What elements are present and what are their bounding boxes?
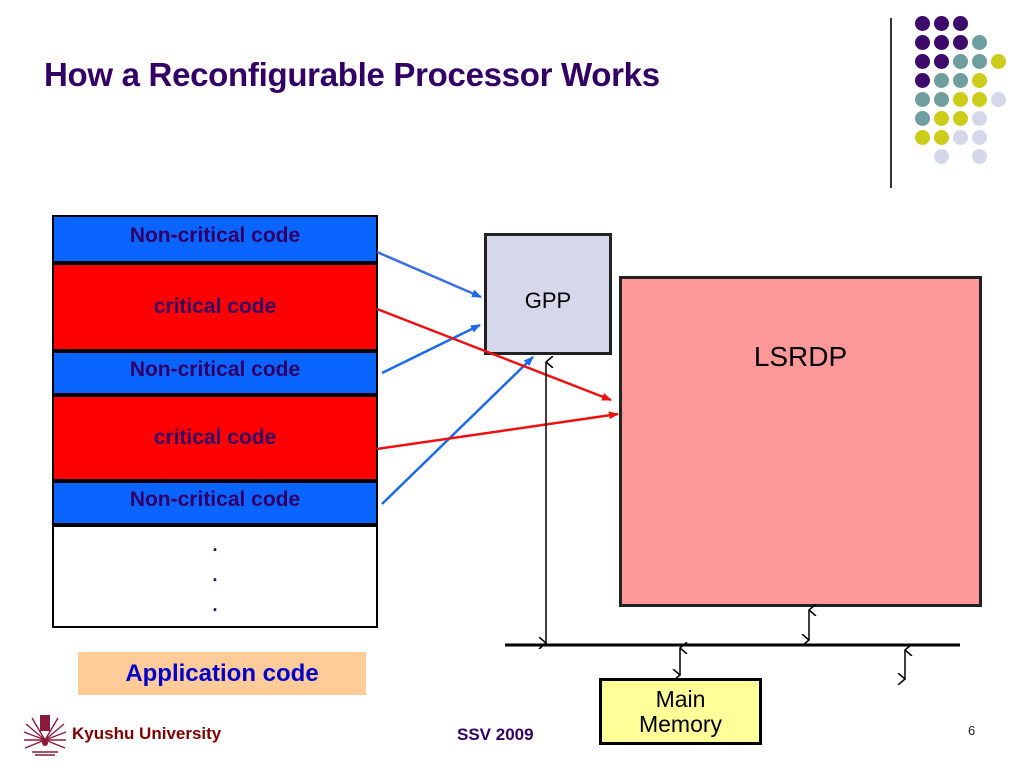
- decorative-dot: [953, 35, 968, 50]
- page-number: 6: [968, 723, 976, 738]
- segment-label: critical code: [153, 295, 277, 318]
- decorative-dot: [972, 73, 987, 88]
- decorative-dot: [934, 16, 949, 31]
- decorative-dot: [915, 54, 930, 69]
- continuation-dot: .: [212, 595, 218, 615]
- kyushu-university-logo-icon: [23, 715, 67, 756]
- main-memory-label-line1: Main: [655, 685, 706, 712]
- noncritical-code-segment: Non-critical code: [54, 217, 376, 261]
- segment-divider: [54, 261, 376, 265]
- decorative-dot: [972, 111, 987, 126]
- gpp-label: GPP: [524, 288, 572, 313]
- decorative-dot: [953, 130, 968, 145]
- segment-divider: [54, 349, 376, 353]
- noncritical-to-gpp-arrow: [381, 356, 534, 505]
- title-divider: [890, 18, 892, 188]
- decorative-dot: [915, 35, 930, 50]
- code-stack: Non-critical code critical code Non-crit…: [52, 215, 378, 628]
- decorative-dot: [972, 92, 987, 107]
- decorative-dot: [972, 130, 987, 145]
- decorative-dot: [915, 111, 930, 126]
- noncritical-code-segment: Non-critical code: [54, 483, 376, 523]
- continuation-dot: .: [212, 565, 218, 585]
- decorative-dot: [934, 73, 949, 88]
- decorative-dot: [934, 35, 949, 50]
- decorative-dot: [991, 92, 1006, 107]
- decorative-dot: [934, 149, 949, 164]
- decorative-dot: [953, 16, 968, 31]
- conference-label: SSV 2009: [457, 725, 534, 744]
- decorative-dot: [934, 130, 949, 145]
- main-memory-block: Main Memory: [599, 678, 762, 745]
- noncritical-to-gpp-arrow: [381, 323, 481, 375]
- decorative-dot: [991, 54, 1006, 69]
- decorative-dot: [953, 111, 968, 126]
- decorative-dot: [915, 130, 930, 145]
- slide-title: How a Reconfigurable Processor Works: [44, 56, 660, 93]
- noncritical-to-gpp-arrow: [376, 250, 482, 299]
- decorative-dot: [915, 92, 930, 107]
- decorative-dot: [934, 54, 949, 69]
- lsrdp-label: LSRDP: [753, 341, 848, 372]
- decorative-dot: [953, 54, 968, 69]
- decorative-dot: [934, 92, 949, 107]
- application-code-label: Application code: [125, 659, 319, 687]
- application-code-caption: Application code: [78, 652, 366, 695]
- main-memory-label-line2: Memory: [638, 710, 723, 737]
- gpp-block: GPP: [484, 233, 612, 355]
- segment-label: Non-critical code: [129, 224, 301, 247]
- decorative-dot: [972, 54, 987, 69]
- decorative-dot: [953, 92, 968, 107]
- decorative-dot: [915, 73, 930, 88]
- decorative-dot: [934, 111, 949, 126]
- segment-divider: [54, 393, 376, 397]
- segment-label: Non-critical code: [129, 358, 301, 381]
- segment-divider: [54, 479, 376, 483]
- critical-to-lsrdp-arrow: [376, 411, 619, 451]
- institution-name: Kyushu University: [72, 724, 222, 743]
- decorative-dot: [953, 73, 968, 88]
- continuation-dot: .: [212, 535, 218, 555]
- decorative-dot: [972, 149, 987, 164]
- decorative-dot: [915, 16, 930, 31]
- critical-code-segment: critical code: [54, 397, 376, 479]
- noncritical-code-segment: Non-critical code: [54, 353, 376, 393]
- segment-label: critical code: [153, 426, 277, 449]
- segment-label: Non-critical code: [129, 488, 301, 511]
- critical-code-segment: critical code: [54, 265, 376, 349]
- lsrdp-block: LSRDP: [619, 276, 982, 607]
- segment-divider: [54, 523, 376, 527]
- decorative-dot: [972, 35, 987, 50]
- critical-to-lsrdp-arrow: [376, 307, 612, 402]
